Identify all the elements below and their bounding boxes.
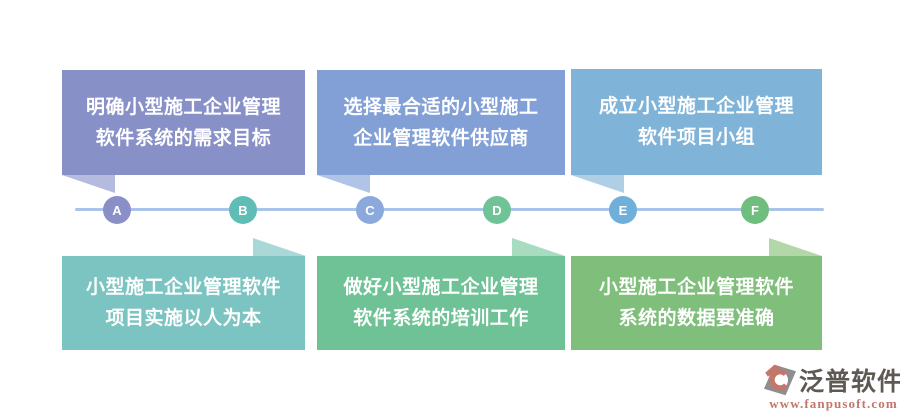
step-e-pointer — [571, 175, 624, 193]
step-a-box: 明确小型施工企业管理 软件系统的需求目标 — [62, 70, 305, 175]
timeline-node-e-label: E — [618, 202, 628, 218]
timeline-node-b-label: B — [238, 202, 248, 218]
logo-name: 泛普软件 — [799, 368, 900, 396]
step-d-pointer — [512, 238, 565, 256]
step-d-text-line1: 做好小型施工企业管理 — [343, 277, 539, 298]
step-b-box: 小型施工企业管理软件 项目实施以人为本 — [62, 256, 305, 350]
step-f-text-line1: 小型施工企业管理软件 — [598, 277, 794, 298]
brand-logo: 泛普软件 www.fanpusoft.com — [764, 362, 900, 412]
step-a-text-line1: 明确小型施工企业管理 — [85, 96, 281, 118]
step-f-text-line2: 系统的数据要准确 — [618, 308, 775, 329]
step-c-box: 选择最合适的小型施工 企业管理软件供应商 — [317, 70, 565, 175]
timeline-node-e: E — [609, 196, 637, 224]
step-c-text-line2: 企业管理软件供应商 — [353, 127, 529, 149]
step-e-text-line1: 成立小型施工企业管理 — [598, 96, 794, 117]
timeline-node-a: A — [103, 196, 131, 224]
timeline-node-f: F — [741, 196, 769, 224]
step-e-box: 成立小型施工企业管理 软件项目小组 — [571, 69, 822, 175]
step-b-text-line2: 项目实施以人为本 — [105, 308, 262, 329]
step-f-box: 小型施工企业管理软件 系统的数据要准确 — [571, 256, 822, 350]
step-c-pointer — [317, 175, 370, 193]
timeline-node-c: C — [356, 196, 384, 224]
step-d-text-line2: 软件系统的培训工作 — [353, 308, 529, 329]
step-f-pointer — [769, 238, 822, 256]
timeline-line — [75, 208, 824, 211]
step-b-pointer — [253, 238, 306, 256]
step-c-text-line1: 选择最合适的小型施工 — [343, 96, 539, 118]
step-b-text-line1: 小型施工企业管理软件 — [85, 277, 281, 298]
brand-logo-row: 泛普软件 — [764, 362, 900, 398]
timeline-node-c-label: C — [365, 202, 375, 218]
fanpu-logo-icon — [764, 364, 796, 396]
step-a-text-line2: 软件系统的需求目标 — [95, 127, 272, 149]
timeline-node-f-label: F — [751, 202, 759, 218]
logo-url: www.fanpusoft.com — [769, 396, 898, 411]
timeline-node-a-label: A — [112, 202, 122, 218]
timeline-node-d-label: D — [492, 202, 502, 218]
step-e-text-line2: 软件项目小组 — [637, 127, 755, 148]
step-a-pointer — [62, 175, 115, 193]
timeline-node-d: D — [483, 196, 511, 224]
step-d-box: 做好小型施工企业管理 软件系统的培训工作 — [317, 256, 565, 350]
timeline-node-b: B — [229, 196, 257, 224]
